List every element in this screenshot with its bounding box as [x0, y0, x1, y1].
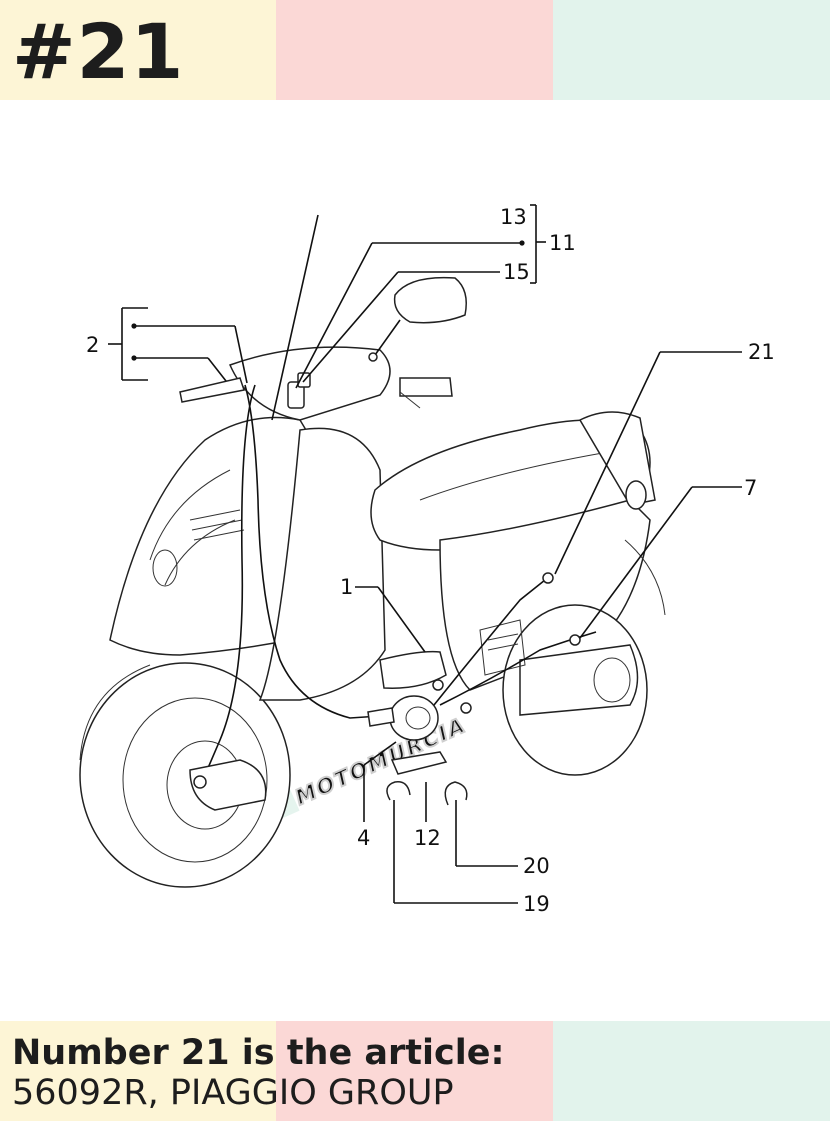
header-band-yellow: [0, 0, 276, 100]
callout-4: 4: [357, 826, 370, 850]
header-band-pink: [276, 0, 553, 100]
callout-2: 2: [86, 333, 99, 357]
scooter-drawing: [79, 276, 666, 888]
leader-lines: [108, 204, 742, 904]
callout-labels: 13 11 15 2 21 7 1 4 12 20 19: [86, 205, 775, 916]
callout-15: 15: [503, 260, 530, 284]
footer-band-yellow: [0, 1021, 276, 1121]
footer-band: [0, 1021, 830, 1121]
callout-21: 21: [748, 340, 775, 364]
callout-19: 19: [523, 892, 550, 916]
callout-20: 20: [523, 854, 550, 878]
exploded-diagram: MOTOMURCIA: [79, 204, 775, 916]
caption-article: 56092R, PIAGGIO GROUP: [12, 1073, 454, 1113]
callout-13: 13: [500, 205, 527, 229]
caption-heading: Number 21 is the article:: [12, 1033, 505, 1073]
callout-7: 7: [744, 476, 757, 500]
footer-band-mint: [553, 1021, 830, 1121]
callout-11: 11: [549, 231, 576, 255]
header-band-mint: [553, 0, 830, 100]
callout-12: 12: [414, 826, 441, 850]
footer-band-pink: [276, 1021, 553, 1121]
header-band: [0, 0, 830, 100]
callout-1: 1: [340, 575, 353, 599]
part-number-title: #21: [12, 7, 185, 96]
